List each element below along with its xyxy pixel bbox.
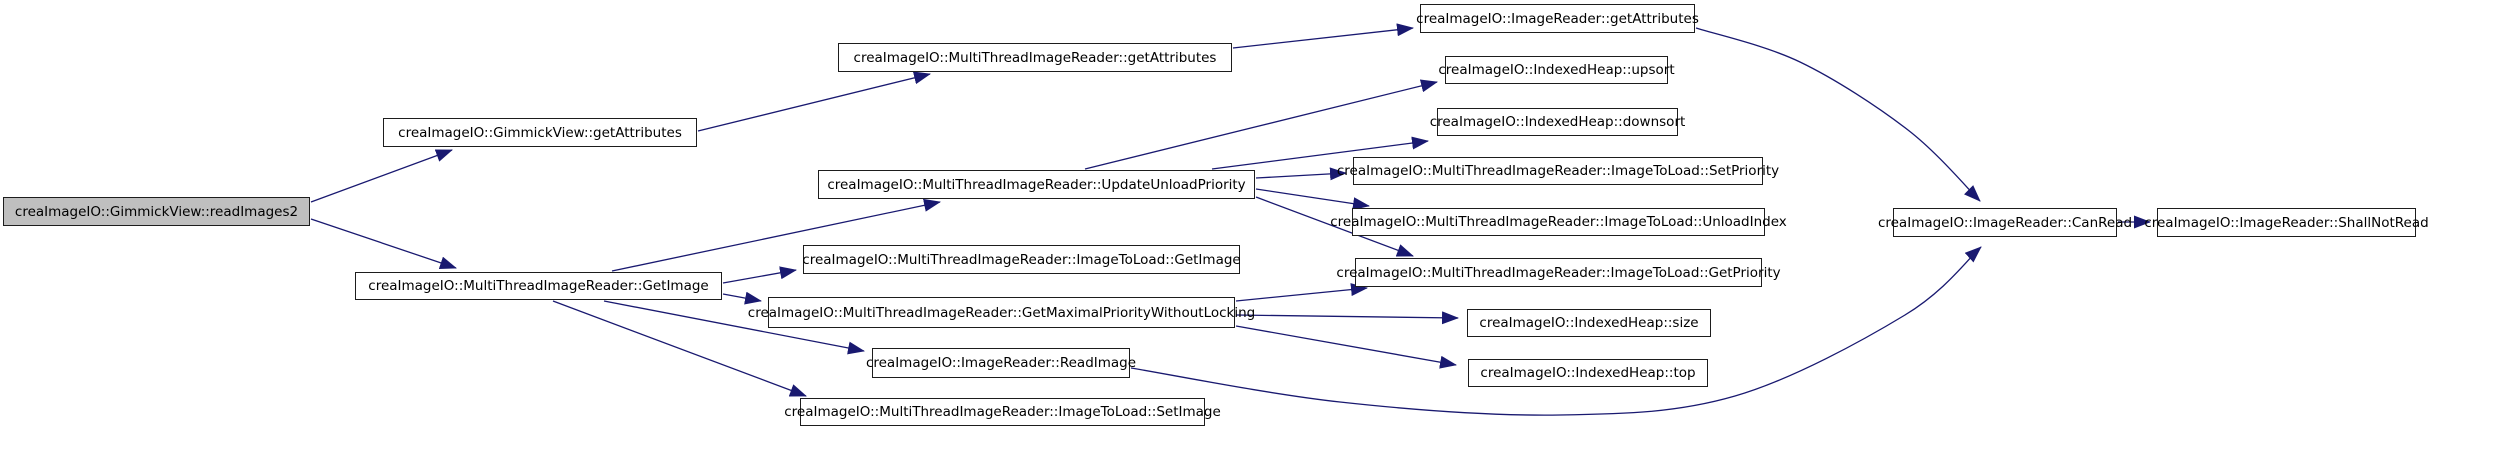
- edge-mtirGetImage-to-itlGetImage: [722, 266, 797, 284]
- edge-updateUnloadPriority-to-unloadIndex: [1255, 188, 1370, 211]
- graph-node-gvGetAttributes[interactable]: creaImageIO::GimmickView::getAttributes: [383, 118, 697, 147]
- graph-node-setPriority[interactable]: creaImageIO::MultiThreadImageReader::Ima…: [1337, 157, 1779, 185]
- graph-node-getMaximal[interactable]: creaImageIO::MultiThreadImageReader::Get…: [748, 297, 1255, 328]
- edge-mtirGetImage-to-getMaximal: [722, 291, 762, 305]
- edge-getMaximal-to-heapSize: [1235, 311, 1459, 325]
- graph-node-heapTop[interactable]: creaImageIO::IndexedHeap::top: [1468, 359, 1708, 387]
- graph-node-readImage[interactable]: creaImageIO::ImageReader::ReadImage: [866, 348, 1136, 378]
- graph-node-irGetAttributes[interactable]: creaImageIO::ImageReader::getAttributes: [1416, 4, 1699, 33]
- edge-readImages2-to-gvGetAttributes: [310, 149, 453, 203]
- graph-node-mtirGetAttributes[interactable]: creaImageIO::MultiThreadImageReader::get…: [838, 43, 1232, 72]
- edge-updateUnloadPriority-to-getPriority: [1255, 196, 1414, 257]
- edge-getMaximal-to-heapTop: [1235, 325, 1457, 369]
- edge-updateUnloadPriority-to-setPriority: [1255, 167, 1347, 181]
- edge-mtirGetAttributes-to-irGetAttributes: [1232, 23, 1414, 49]
- graph-node-getPriority[interactable]: creaImageIO::MultiThreadImageReader::Ima…: [1336, 258, 1781, 287]
- graph-node-readImages2[interactable]: creaImageIO::GimmickView::readImages2: [3, 197, 310, 226]
- graph-node-mtirGetImage[interactable]: creaImageIO::MultiThreadImageReader::Get…: [355, 272, 722, 300]
- edge-readImage-to-canRead: [1130, 246, 1982, 416]
- graph-node-updateUnloadPriority[interactable]: creaImageIO::MultiThreadImageReader::Upd…: [818, 170, 1255, 199]
- graph-node-itlGetImage[interactable]: creaImageIO::MultiThreadImageReader::Ima…: [802, 245, 1241, 274]
- edge-updateUnloadPriority-to-downsort: [1211, 136, 1429, 170]
- graph-node-canRead[interactable]: creaImageIO::ImageReader::CanRead: [1878, 208, 2132, 237]
- edge-irGetAttributes-to-canRead: [1695, 27, 1981, 202]
- edge-readImages2-to-mtirGetImage: [310, 218, 457, 270]
- graph-node-shallNotRead[interactable]: creaImageIO::ImageReader::ShallNotRead: [2144, 208, 2429, 237]
- edge-getMaximal-to-getPriority: [1235, 283, 1368, 302]
- edge-mtirGetImage-to-readImage: [603, 300, 865, 355]
- graph-node-setImage[interactable]: creaImageIO::MultiThreadImageReader::Ima…: [784, 398, 1221, 426]
- edge-mtirGetImage-to-updateUnloadPriority: [611, 198, 941, 272]
- graph-node-unloadIndex[interactable]: creaImageIO::MultiThreadImageReader::Ima…: [1330, 208, 1787, 236]
- edge-updateUnloadPriority-to-upsort: [1084, 79, 1438, 170]
- edge-mtirGetImage-to-setImage: [552, 300, 807, 397]
- graph-node-heapSize[interactable]: creaImageIO::IndexedHeap::size: [1467, 309, 1711, 337]
- graph-node-downsort[interactable]: creaImageIO::IndexedHeap::downsort: [1430, 108, 1685, 136]
- edge-gvGetAttributes-to-mtirGetAttributes: [697, 71, 931, 132]
- graph-node-upsort[interactable]: creaImageIO::IndexedHeap::upsort: [1438, 56, 1675, 84]
